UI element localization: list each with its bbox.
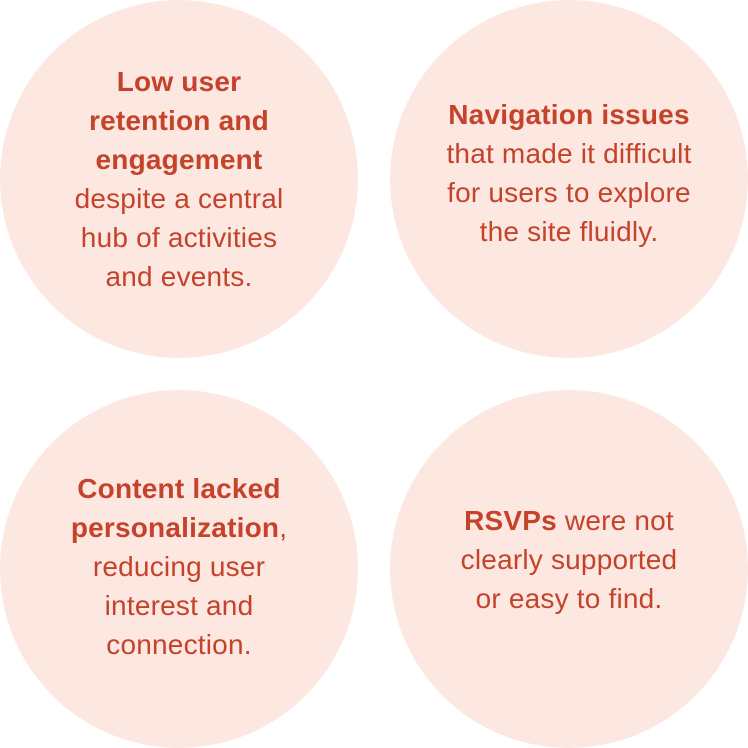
pain-point-description: that made it difficult for users to expl… bbox=[446, 138, 692, 247]
pain-point-text: Navigation issues that made it difficult… bbox=[446, 95, 692, 251]
pain-point-highlight: Low user retention and engagement bbox=[89, 66, 269, 175]
pain-point-circle-navigation: Navigation issues that made it difficult… bbox=[390, 0, 748, 358]
pain-point-text: Content lacked personalization, reducing… bbox=[56, 469, 302, 664]
pain-point-circle-retention: Low user retention and engagement despit… bbox=[0, 0, 358, 358]
pain-point-description: were not clearly supported or easy to fi… bbox=[460, 504, 678, 614]
pain-point-circle-personalization: Content lacked personalization, reducing… bbox=[0, 390, 358, 748]
pain-point-text: RSVPs were not clearly supported or easy… bbox=[446, 501, 692, 618]
pain-point-highlight: Navigation issues bbox=[448, 99, 690, 130]
pain-point-description: , reducing user interest and connection. bbox=[92, 511, 288, 660]
pain-point-highlight: RSVPs bbox=[464, 504, 557, 536]
pain-point-text: Low user retention and engagement despit… bbox=[56, 62, 302, 296]
pain-point-highlight: Content lacked personalization bbox=[70, 472, 281, 543]
pain-point-circle-rsvps: RSVPs were not clearly supported or easy… bbox=[390, 390, 748, 748]
pain-point-description: despite a central hub of activities and … bbox=[74, 183, 284, 292]
